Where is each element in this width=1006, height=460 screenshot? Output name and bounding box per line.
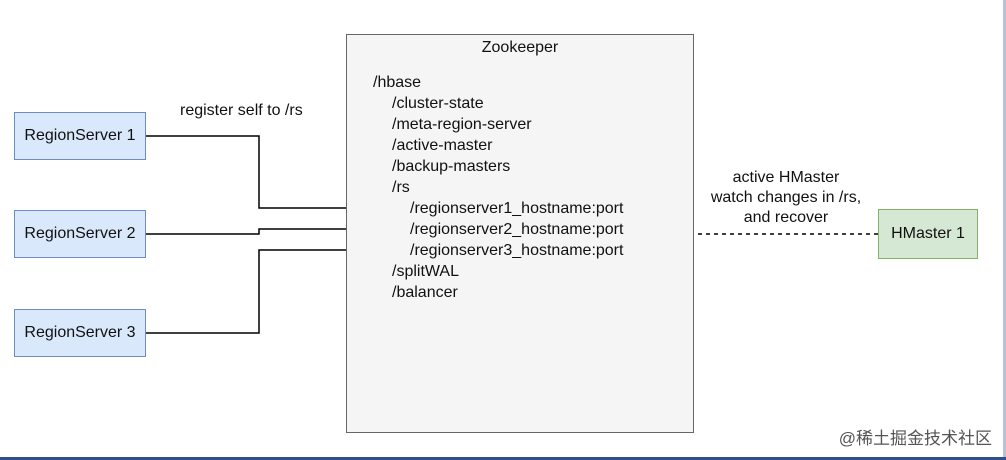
tree-node-active-master: /active-master	[392, 137, 493, 154]
register-label: register self to /rs	[180, 102, 303, 119]
regionserver-1-label: RegionServer 1	[24, 127, 136, 144]
bottom-edge-bar	[0, 457, 1006, 460]
regionserver-2-label: RegionServer 2	[24, 225, 136, 242]
hmaster-1-box: HMaster 1	[878, 209, 978, 259]
regionserver-3-label: RegionServer 3	[24, 324, 136, 341]
tree-node-cluster-state: /cluster-state	[392, 95, 484, 112]
tree-node-meta-region-server: /meta-region-server	[392, 116, 532, 133]
tree-node-regionserver3: /regionserver3_hostname:port	[410, 242, 624, 259]
watch-line-1: active HMaster	[732, 169, 840, 186]
tree-node-splitwal: /splitWAL	[392, 263, 459, 280]
watch-line-3: and recover	[743, 209, 829, 226]
tree-node-regionserver2: /regionserver2_hostname:port	[410, 221, 624, 238]
zookeeper-box: Zookeeper /hbase /cluster-state /meta-re…	[346, 34, 694, 433]
watermark: @稀土掘金技术社区	[838, 429, 992, 448]
right-edge-bar	[1003, 0, 1006, 460]
tree-node-hbase: /hbase	[373, 74, 422, 91]
regionserver-2-box: RegionServer 2	[14, 210, 146, 258]
hmaster-1-label: HMaster 1	[891, 225, 965, 242]
rs3-connector	[146, 245, 367, 334]
regionserver-3-box: RegionServer 3	[14, 309, 146, 357]
regionserver-1-box: RegionServer 1	[14, 112, 146, 160]
tree-node-balancer: /balancer	[392, 284, 458, 301]
tree-node-rs: /rs	[392, 179, 410, 196]
zookeeper-title: Zookeeper	[481, 39, 559, 56]
hmaster-watch-label: active HMaster watch changes in /rs, and…	[700, 168, 872, 228]
watch-line-2: watch changes in /rs,	[710, 189, 862, 206]
rs1-connector	[146, 135, 367, 213]
tree-node-backup-masters: /backup-masters	[392, 158, 511, 175]
tree-node-regionserver1: /regionserver1_hostname:port	[410, 200, 624, 217]
rs2-connector	[146, 224, 367, 235]
